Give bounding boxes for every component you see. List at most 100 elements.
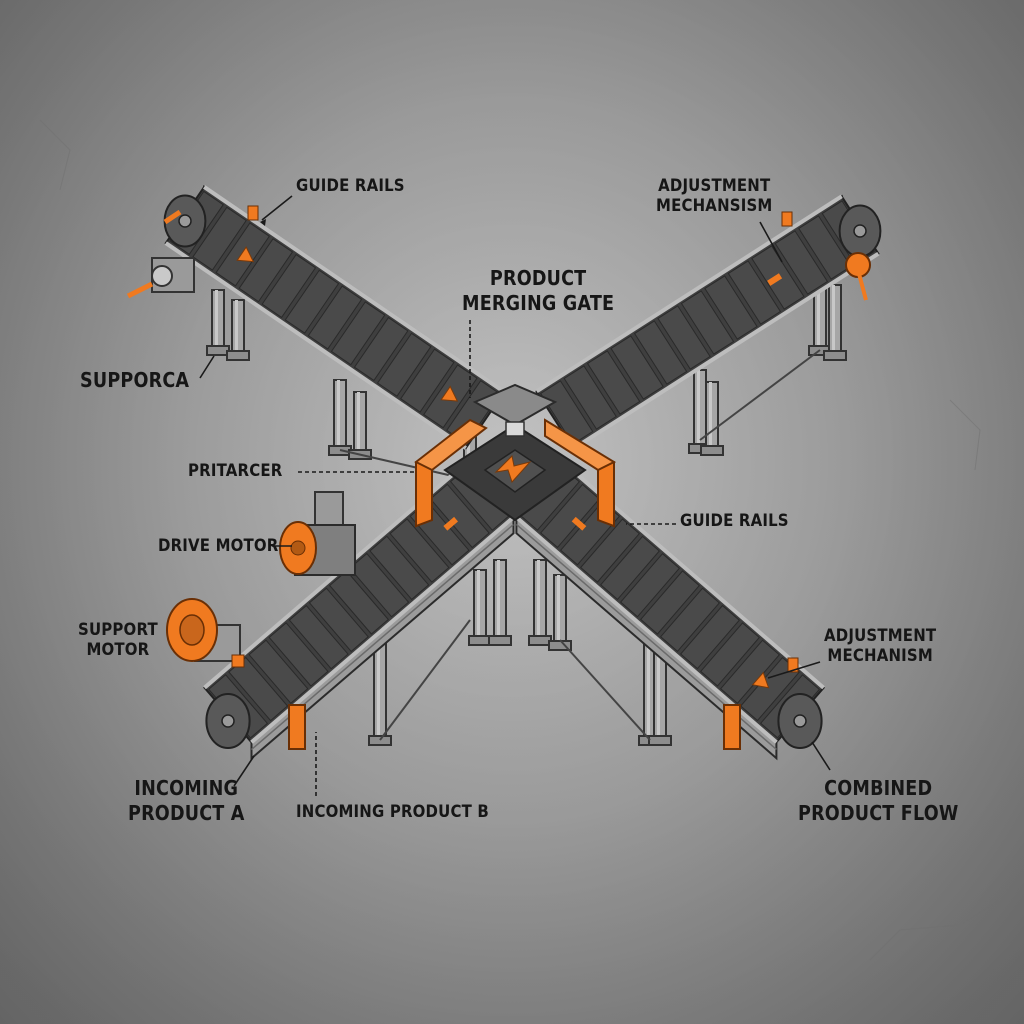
leader-incoming-a (233, 755, 255, 787)
crank-handle (163, 209, 182, 225)
belt-slat (679, 604, 741, 670)
label-drive-motor: DRIVE MOTOR (158, 536, 279, 556)
support-leg (548, 574, 572, 651)
leader-supporca (199, 355, 215, 379)
gate-beam-left (414, 418, 488, 472)
belt-slat (563, 365, 617, 430)
belt-slat (328, 570, 390, 635)
cross-bracing (339, 349, 821, 741)
belt-slat (610, 335, 664, 400)
guide-rail-clamp (781, 211, 793, 227)
belt-slat (540, 380, 594, 445)
belt-slat (633, 320, 688, 385)
belt-slat (680, 290, 735, 355)
guide-rail-clamp (247, 205, 259, 221)
belt-slat (353, 316, 409, 382)
conveyor-structure (126, 185, 882, 761)
belt-slat (268, 622, 329, 687)
belt-slat (400, 348, 455, 413)
support-leg (226, 299, 250, 361)
belt-slat (288, 604, 349, 670)
belt-slat (699, 622, 761, 687)
flow-arrow (440, 385, 459, 402)
belt-slat (429, 483, 490, 549)
pulley-hub (221, 714, 235, 728)
gate-actuator (472, 383, 558, 427)
belt-slat (619, 552, 681, 618)
belt-slat (639, 570, 701, 635)
belt-slat (586, 350, 641, 415)
belt-slat (659, 587, 721, 653)
guide-rail (572, 251, 880, 451)
merging-gate (414, 383, 617, 528)
leader-combined (811, 741, 831, 771)
gate-sensor (505, 421, 525, 437)
merge-arrow (494, 454, 532, 483)
crank-handle (856, 269, 868, 301)
leader-guide-rails-top (261, 195, 293, 221)
product-marker (443, 516, 458, 531)
top-left-drive (126, 205, 259, 299)
belt-slat (248, 639, 309, 705)
flow-arrow (236, 246, 255, 263)
label-supporca: SUPPORCA (80, 368, 190, 392)
belt-slat (599, 535, 661, 601)
top-right-adjustment (781, 211, 871, 301)
label-guide-rails-right: GUIDE RAILS (680, 511, 789, 531)
leader-adjustment-bottom (767, 661, 821, 679)
pulley-hub (793, 714, 807, 728)
belt-slat (307, 285, 363, 350)
conveyor-arm-bottom-right (514, 461, 826, 761)
guide-rail-clamp (787, 657, 799, 673)
drive-shaft (126, 281, 154, 299)
belt-slat (719, 639, 781, 704)
product-marker (767, 273, 783, 286)
gate-beam-right (544, 418, 617, 472)
belt-slat (657, 305, 711, 370)
label-incoming-product-b: INCOMING PRODUCT B (296, 802, 489, 822)
belt-slat (774, 230, 829, 295)
support-leg (488, 559, 512, 646)
pulley-hub (178, 214, 192, 228)
belt-slat (376, 332, 432, 397)
conveyor-arm-top-right (535, 194, 882, 451)
belt-slat (389, 518, 450, 583)
guide-rail (203, 185, 506, 394)
leader-arrowhead (260, 219, 266, 226)
belt-slat (579, 518, 641, 583)
guide-rail (535, 194, 843, 394)
belt-slat (369, 535, 430, 601)
belt-slat (330, 301, 386, 366)
belt-slat (238, 238, 294, 303)
belt-slat (261, 253, 317, 319)
support-motor (166, 598, 245, 668)
belt-slat (798, 215, 852, 280)
support-leg (823, 284, 847, 361)
label-leader-lines (199, 195, 831, 796)
belt-slat (192, 206, 247, 271)
product-marker (571, 516, 587, 531)
concrete-cracks (39, 119, 1001, 961)
end-bracket-left (288, 704, 306, 750)
label-pritarcer: PRITARCER (188, 461, 283, 481)
belt-slat (308, 587, 369, 653)
belt-slat (284, 269, 340, 334)
flow-arrow (751, 671, 770, 689)
belt-slat (704, 275, 758, 340)
label-guide-rails-top: GUIDE RAILS (296, 176, 405, 196)
drive-motor (279, 491, 356, 576)
belt-slat (727, 260, 782, 325)
pulley-hub (853, 224, 867, 238)
end-brackets (288, 657, 799, 750)
merge-platform (443, 423, 587, 522)
leader-adjustment-top (759, 221, 783, 263)
guide-rail (164, 241, 467, 450)
